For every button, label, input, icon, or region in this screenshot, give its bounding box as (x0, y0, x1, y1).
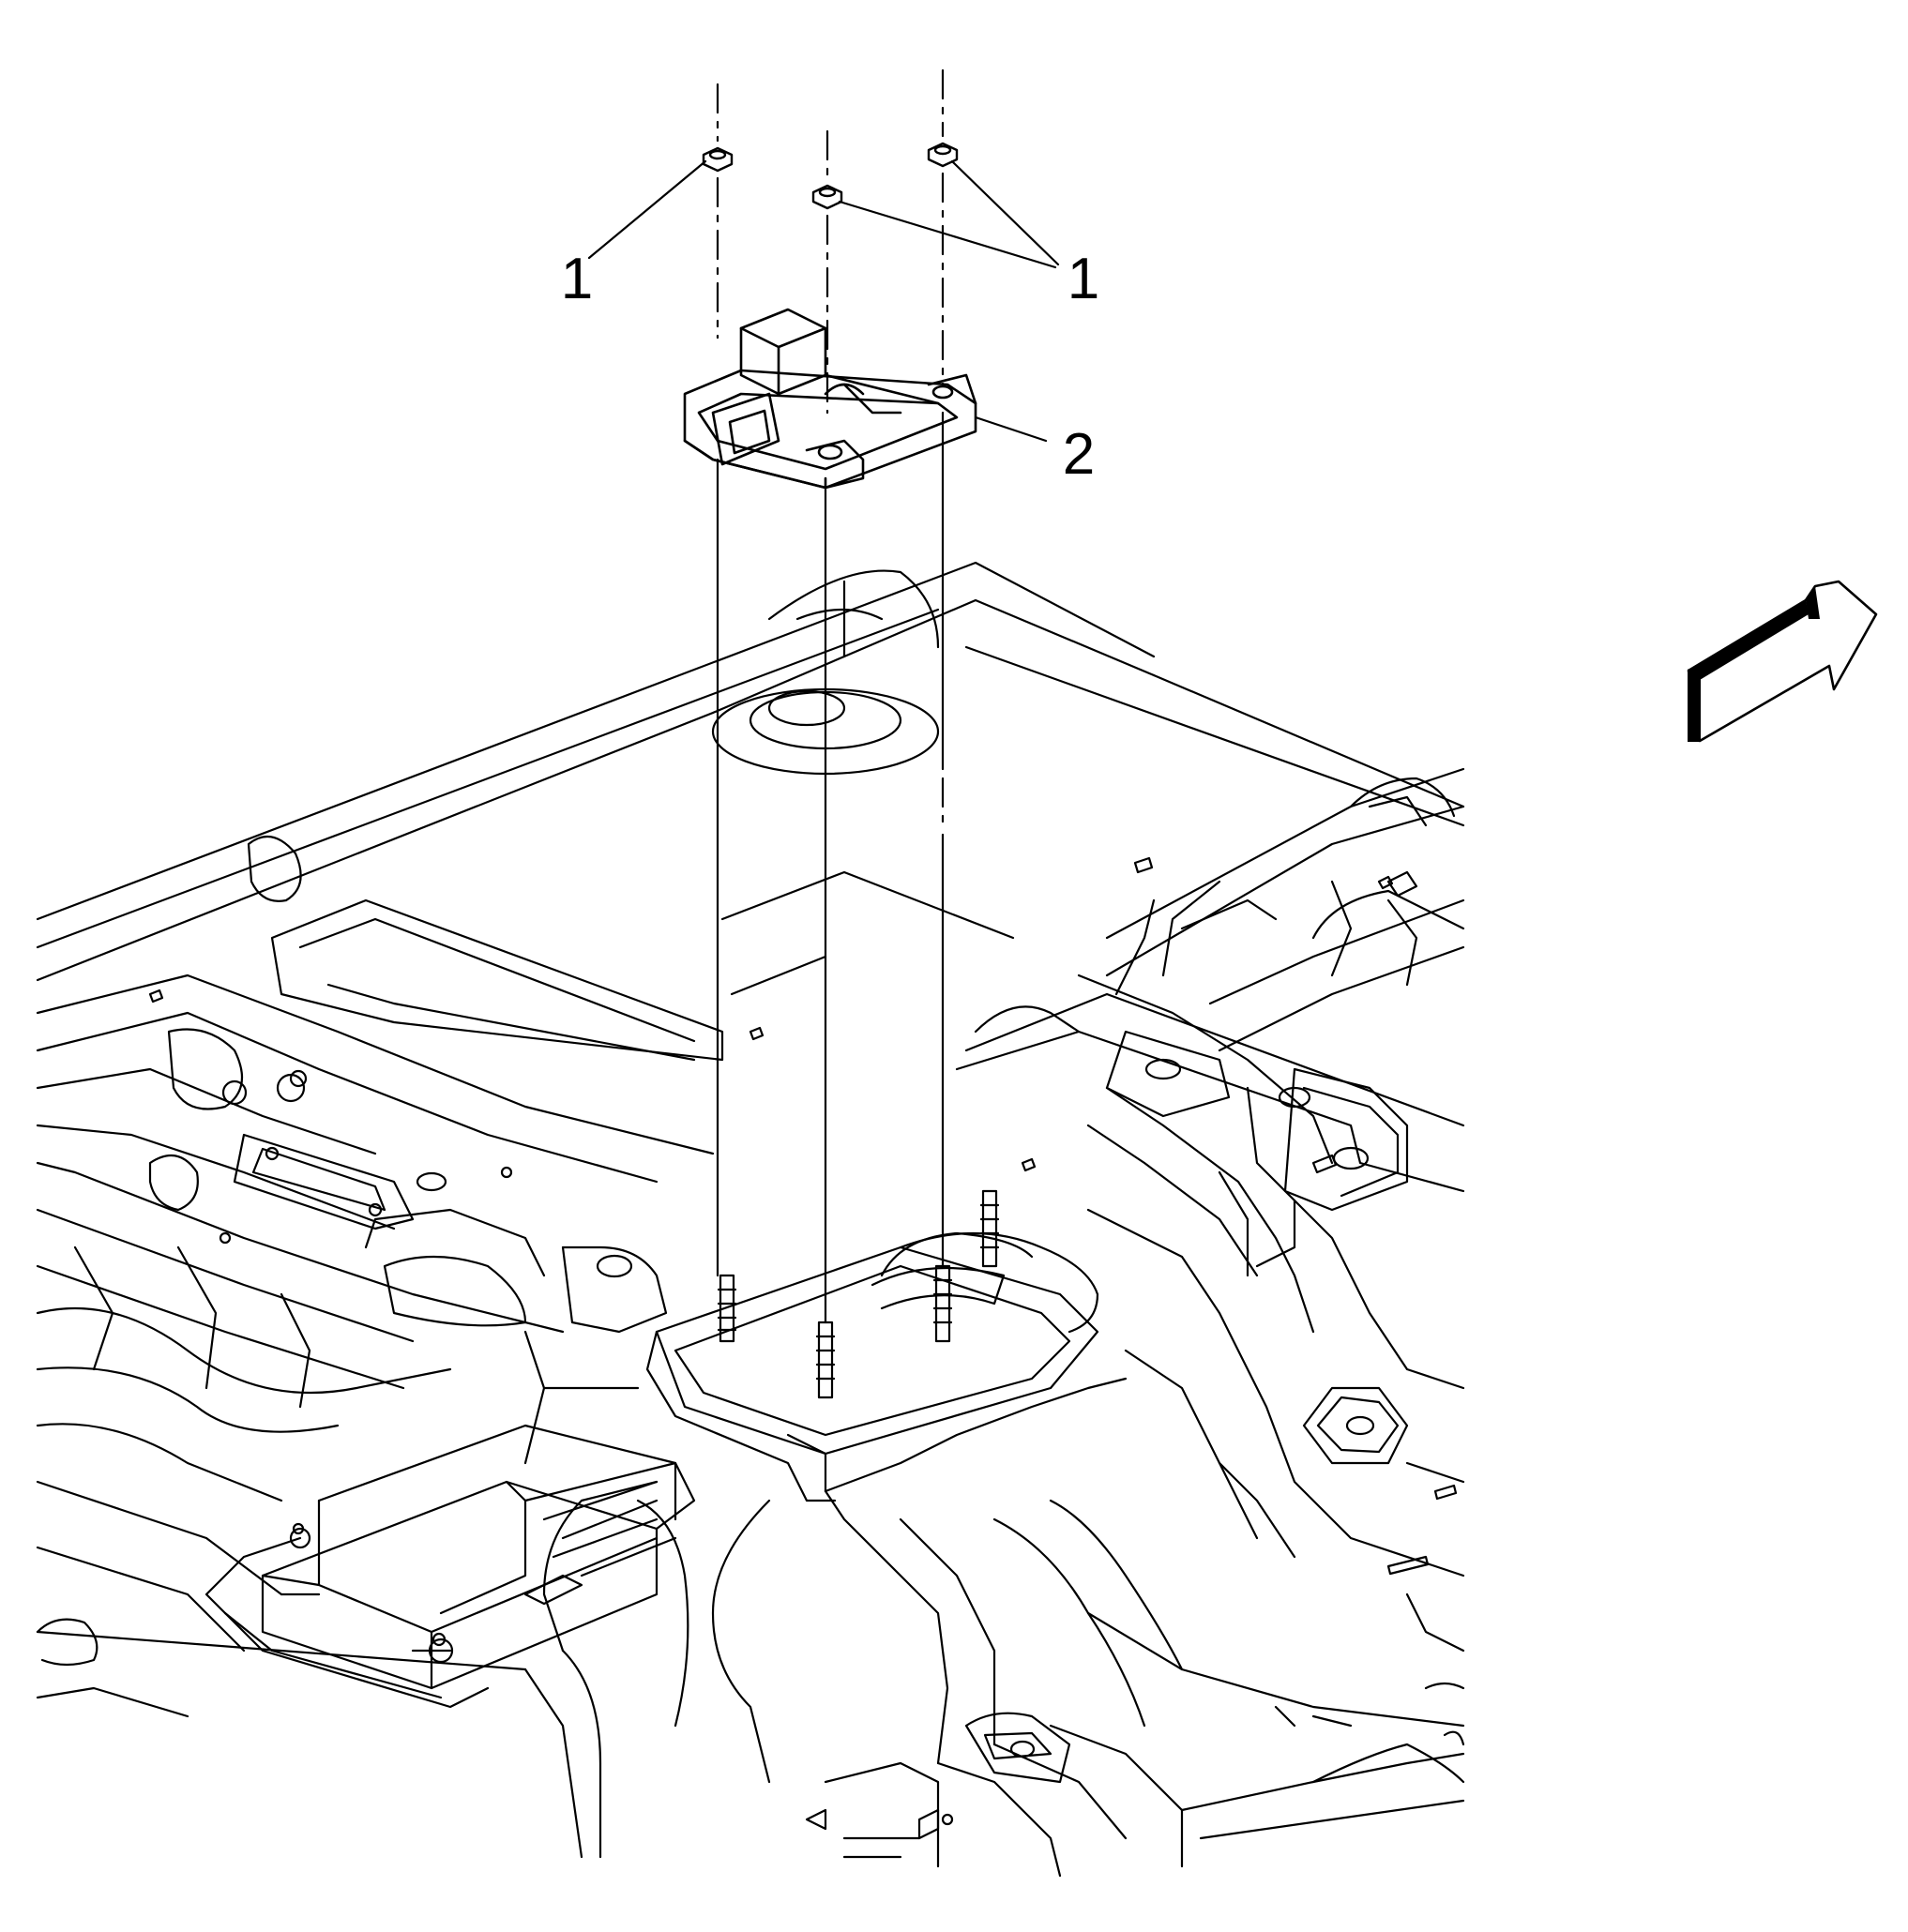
retaining-nuts (702, 142, 959, 210)
mounting-studs (717, 1189, 1000, 1399)
sensor-module (683, 308, 977, 490)
callout-2: 2 (1063, 422, 1095, 487)
floor-pan (36, 561, 1465, 1878)
callout-1-right: 1 (1068, 247, 1099, 311)
inflatable-restraint-module (204, 1424, 696, 1709)
callout-leaders (587, 159, 1060, 443)
callout-1-left: 1 (561, 247, 593, 311)
alignment-lines (716, 68, 945, 1324)
forward-direction-arrow-icon (1687, 580, 1878, 743)
